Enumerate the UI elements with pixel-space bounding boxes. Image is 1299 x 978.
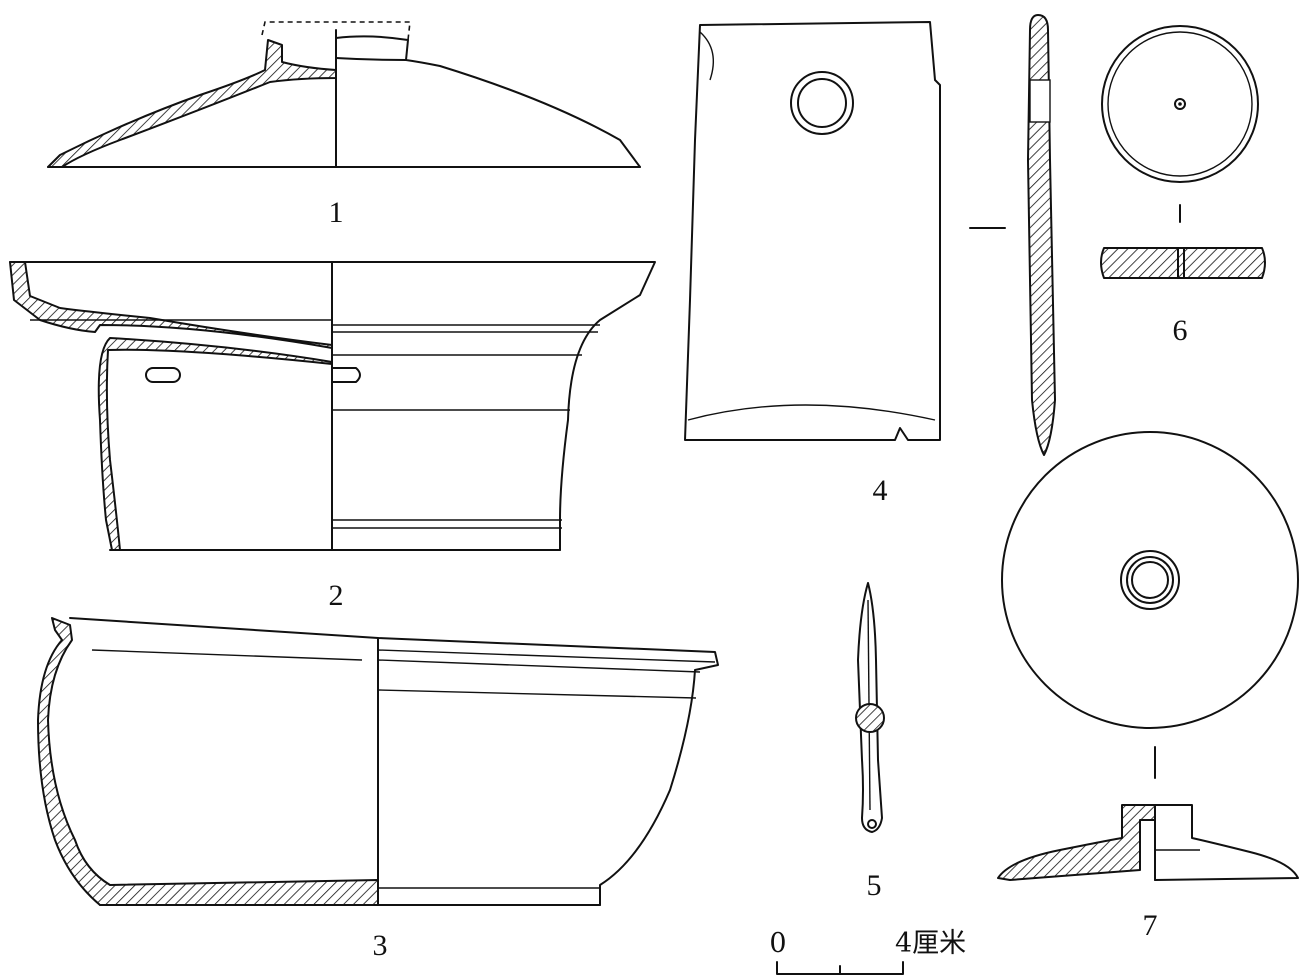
large-disc-hole-mid <box>1126 556 1174 604</box>
artifact-3-bowl: 3 <box>37 617 719 962</box>
large-disc-hole-outer <box>1120 550 1180 610</box>
lid-section-hatch <box>47 39 337 168</box>
bowl-section-hatch <box>37 617 379 906</box>
bowl-rim-line-2 <box>377 659 701 673</box>
figure-label-4: 4 <box>873 474 888 507</box>
small-disc-outer <box>1101 25 1259 183</box>
figure-label-7: 7 <box>1143 909 1158 942</box>
artifact-6-small-disc: 6 <box>1100 25 1266 347</box>
large-disc-outline-right <box>1154 804 1299 881</box>
artifact-5-pin: 5 <box>855 582 885 902</box>
lid-knob-reconstruction <box>261 21 411 41</box>
pin-eyelet <box>867 819 877 829</box>
small-disc-inner-ring <box>1107 31 1253 177</box>
bowl-rim-line-1 <box>377 649 716 663</box>
lid-knob-edge <box>335 57 407 61</box>
large-disc-outer <box>1001 431 1299 729</box>
small-disc-center-dot <box>1178 102 1182 106</box>
stand-hole-left <box>145 367 181 383</box>
scale-bar: 0 4厘米 <box>769 928 966 975</box>
tablet-bottom-curve <box>687 404 936 421</box>
tablet-chip-mark <box>699 31 714 81</box>
tablet-hole-outer <box>790 71 854 135</box>
scale-start-label: 0 <box>769 928 786 959</box>
artifact-7-large-disc: 7 <box>997 431 1299 942</box>
figure-label-3: 3 <box>373 929 388 962</box>
artifact-2-stand: 2 <box>9 261 656 612</box>
artifact-4-perforated-tablet: 4 <box>684 14 1056 507</box>
lid-outline-right <box>335 35 641 168</box>
pin-hole-section <box>855 703 885 733</box>
figure-label-2: 2 <box>329 579 344 612</box>
stand-hole-right <box>331 367 361 383</box>
tablet-side-section <box>1027 14 1056 456</box>
bowl-shoulder-line <box>377 689 697 699</box>
stand-section-hatch <box>9 261 333 551</box>
artifact-1-lid: 1 <box>47 21 641 229</box>
figure-label-5: 5 <box>867 869 882 902</box>
figure-label-6: 6 <box>1173 314 1188 347</box>
tablet-front-outline <box>684 21 941 441</box>
tablet-side-hole <box>1029 79 1051 123</box>
pin-outline <box>857 582 883 833</box>
small-disc-center-hole <box>1174 98 1186 110</box>
tablet-hole-inner <box>797 78 847 128</box>
figure-label-1: 1 <box>329 196 344 229</box>
large-disc-hole-inner <box>1131 561 1169 599</box>
bowl-outline-right <box>69 617 719 906</box>
large-disc-section-left <box>997 804 1156 881</box>
bowl-inner-rim <box>91 649 363 661</box>
scale-end-label: 4厘米 <box>895 928 966 959</box>
